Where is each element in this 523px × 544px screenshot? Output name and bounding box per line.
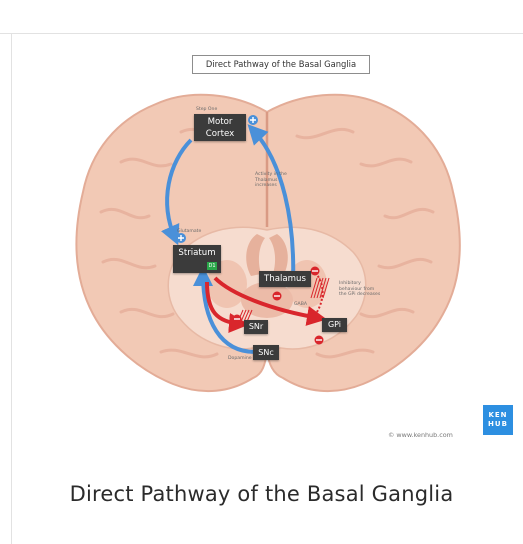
thalamus-activity-line3: increases [255,183,277,189]
striatum-to-gpi-arrow [213,276,327,326]
thalamus-activity-line2: Thalamus [255,177,278,183]
striatum-text: Striatum [178,248,216,258]
thalamus-label: Thalamus [259,271,311,287]
kenhub-url: © www.kenhub.com [388,431,453,439]
inhibitory-note: Inhibitory behaviour from the GPi decrea… [339,281,380,298]
snr-label: SNr [244,320,268,334]
gpi-label: GPi [322,318,347,332]
thalamus-activity-note: Activity in the Thalamus increases [255,172,287,189]
striatum-to-snr-arrow [205,281,249,333]
gpi-stripes [310,277,330,299]
kenhub-logo-line1: KEN [488,411,508,419]
brain-diagram [75,93,461,393]
dopamine-note: Dopamine [228,356,252,361]
thalamus-to-cortex-arrow [247,124,296,283]
snc-to-striatum-arrow [193,266,256,354]
gyri-lines [99,127,435,359]
diagram-title: Direct Pathway of the Basal Ganglia [192,55,370,74]
minus-sign-snr [232,314,242,324]
kenhub-logo: KEN HUB [483,405,513,435]
minus-sign-thalamus [310,266,320,276]
kenhub-logo-line2: HUB [488,420,508,428]
step-one-note: Step One [196,107,218,112]
gaba-note: GABA [294,302,307,307]
top-toolbar [0,0,523,34]
plus-sign-cortex [248,115,258,125]
minus-sign-gpi [272,291,282,301]
lateral-ventricles [246,234,288,276]
inhibitory-line3: the GPi decreases [339,292,381,298]
motor-cortex-line2: Cortex [205,129,235,139]
plus-sign-striatum [176,233,186,243]
snc-label: SNc [253,345,279,360]
inhibitory-line1: Inhibitory [339,281,361,286]
inhibitory-line2: behaviour from [339,286,375,292]
motor-cortex-line1: Motor [207,117,233,127]
glutamate-note: Glutamate [177,229,202,234]
motor-cortex-label: Motor Cortex [194,114,246,141]
d1-badge: D1 [207,262,217,270]
cortex-to-striatum-arrow [160,138,193,246]
minus-sign-gpi-lower [314,335,324,345]
thalamus-activity-line1: Activity in the [255,172,287,177]
figure-caption: Direct Pathway of the Basal Ganglia [69,482,454,506]
